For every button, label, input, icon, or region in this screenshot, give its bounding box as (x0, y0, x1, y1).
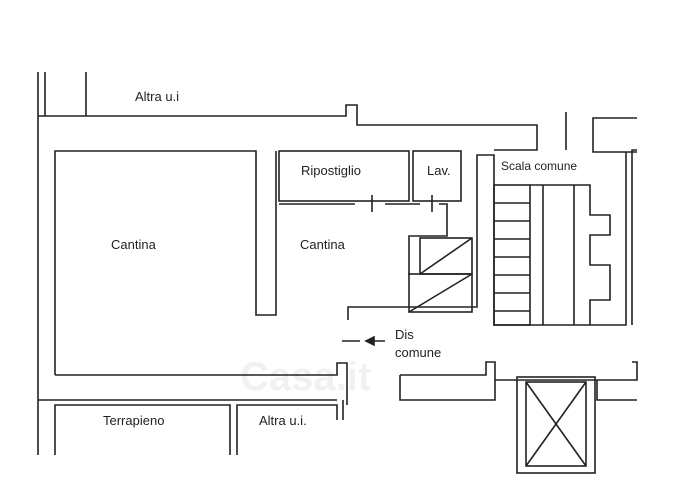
label-dis: Dis (395, 327, 414, 342)
watermark-logo: Casa.it (240, 355, 372, 399)
label-cantina-mid: Cantina (300, 237, 345, 252)
label-altra-ui-top: Altra u.i (135, 89, 180, 104)
label-cantina-left: Cantina (111, 237, 156, 252)
label-ripostiglio: Ripostiglio (301, 163, 361, 178)
label-lav: Lav. (427, 163, 451, 178)
label-scala-comune: Scala comune (501, 159, 578, 173)
label-comune: comune (395, 345, 442, 360)
label-altra-ui-bottom: Altra u.i. (259, 413, 307, 428)
label-terrapieno: Terrapieno (103, 413, 165, 428)
